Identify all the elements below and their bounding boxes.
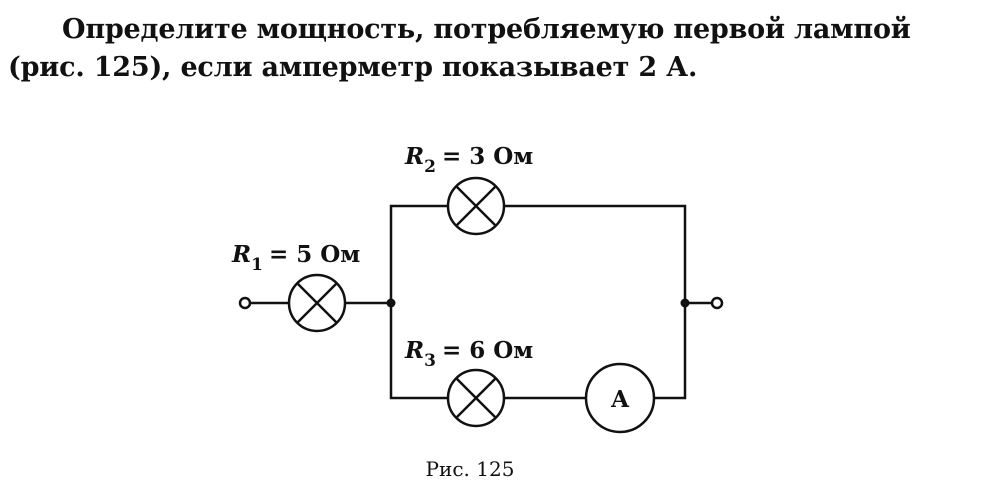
label-r3: R3= 6 Ом: [404, 337, 533, 371]
figure-caption: Рис. 125: [426, 457, 515, 481]
terminal-left: [238, 296, 252, 310]
junction-right: [680, 298, 690, 308]
wire: [389, 204, 448, 400]
lamp-r2-icon: [446, 176, 506, 236]
terminal-right: [710, 296, 724, 310]
ammeter-icon: [584, 362, 656, 434]
lamp-r1-icon: [287, 273, 347, 333]
lamp-r3-icon: [446, 368, 506, 428]
wire: [504, 204, 687, 400]
ammeter-label: A: [610, 386, 630, 413]
label-r1: R1= 5 Ом: [231, 241, 360, 275]
problem-text-line-2: (рис. 125), если амперметр показывает 2 …: [8, 52, 698, 83]
label-r2: R2= 3 Ом: [404, 143, 533, 177]
problem-text-line-1: Определите мощность, потребляемую первой…: [62, 14, 911, 45]
junction-left: [386, 298, 396, 308]
